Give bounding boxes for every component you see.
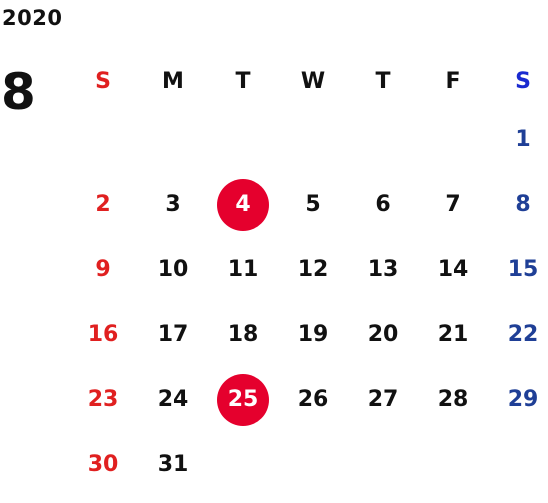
holiday-day-number: 4: [217, 178, 269, 231]
weekday-header: T: [235, 68, 251, 94]
day-number: 3: [165, 192, 181, 217]
day-number: 29: [507, 387, 539, 412]
day-cell[interactable]: 17: [138, 302, 208, 367]
day-number: 11: [227, 257, 259, 282]
day-cell[interactable]: 6: [348, 172, 418, 237]
day-number: 16: [87, 322, 119, 347]
day-cell[interactable]: 12: [278, 237, 348, 302]
day-number: 12: [297, 257, 329, 282]
day-number: 9: [95, 257, 111, 282]
day-number: 6: [375, 192, 391, 217]
day-number: 23: [87, 387, 119, 412]
empty-day-cell: [278, 107, 348, 172]
day-cell[interactable]: 8: [488, 172, 548, 237]
empty-day-cell: [208, 107, 278, 172]
day-cell[interactable]: 26: [278, 367, 348, 432]
day-number: 13: [367, 257, 399, 282]
day-number: 18: [227, 322, 259, 347]
day-number: 21: [437, 322, 469, 347]
day-number: 24: [157, 387, 189, 412]
weekday-header: T: [375, 68, 391, 94]
day-number: 20: [367, 322, 399, 347]
day-number: 31: [157, 452, 189, 477]
day-number: 2: [95, 192, 111, 217]
day-number: 17: [157, 322, 189, 347]
day-cell[interactable]: 13: [348, 237, 418, 302]
day-number: 14: [437, 257, 469, 282]
day-cell[interactable]: 27: [348, 367, 418, 432]
day-cell[interactable]: 21: [418, 302, 488, 367]
weekday-header: M: [162, 68, 184, 94]
day-cell[interactable]: 16: [68, 302, 138, 367]
month-label: 8: [1, 63, 36, 121]
day-cell[interactable]: 3: [138, 172, 208, 237]
day-cell[interactable]: 30: [68, 432, 138, 497]
day-number: 8: [515, 192, 531, 217]
day-cell[interactable]: 9: [68, 237, 138, 302]
day-number: 5: [305, 192, 321, 217]
empty-day-cell: [418, 107, 488, 172]
day-cell[interactable]: 29: [488, 367, 548, 432]
day-number: 1: [515, 127, 531, 152]
day-cell[interactable]: 20: [348, 302, 418, 367]
weekday-header: W: [300, 68, 326, 94]
day-number: 7: [445, 192, 461, 217]
day-cell[interactable]: 1: [488, 107, 548, 172]
day-cell[interactable]: 7: [418, 172, 488, 237]
day-cell[interactable]: 19: [278, 302, 348, 367]
day-cell[interactable]: 5: [278, 172, 348, 237]
empty-day-cell: [68, 107, 138, 172]
day-cell[interactable]: 11: [208, 237, 278, 302]
empty-day-cell: [348, 107, 418, 172]
day-cell[interactable]: 28: [418, 367, 488, 432]
day-cell[interactable]: 23: [68, 367, 138, 432]
weekday-header: F: [445, 68, 461, 94]
year-label: 2020: [2, 6, 63, 30]
day-cell[interactable]: 4: [208, 172, 278, 237]
day-cell[interactable]: 31: [138, 432, 208, 497]
day-cell[interactable]: 15: [488, 237, 548, 302]
day-number: 27: [367, 387, 399, 412]
weekday-header: S: [95, 68, 111, 94]
holiday-day-number: 25: [217, 373, 269, 426]
day-cell[interactable]: 10: [138, 237, 208, 302]
day-number: 10: [157, 257, 189, 282]
day-cell[interactable]: 24: [138, 367, 208, 432]
day-number: 22: [507, 322, 539, 347]
day-cell[interactable]: 25: [208, 367, 278, 432]
day-cell[interactable]: 18: [208, 302, 278, 367]
day-number: 28: [437, 387, 469, 412]
day-number: 19: [297, 322, 329, 347]
day-cell[interactable]: 14: [418, 237, 488, 302]
day-number: 15: [507, 257, 539, 282]
day-cell[interactable]: 2: [68, 172, 138, 237]
weekday-header: S: [515, 68, 531, 94]
empty-day-cell: [138, 107, 208, 172]
day-number: 26: [297, 387, 329, 412]
day-cell[interactable]: 22: [488, 302, 548, 367]
day-number: 30: [87, 452, 119, 477]
